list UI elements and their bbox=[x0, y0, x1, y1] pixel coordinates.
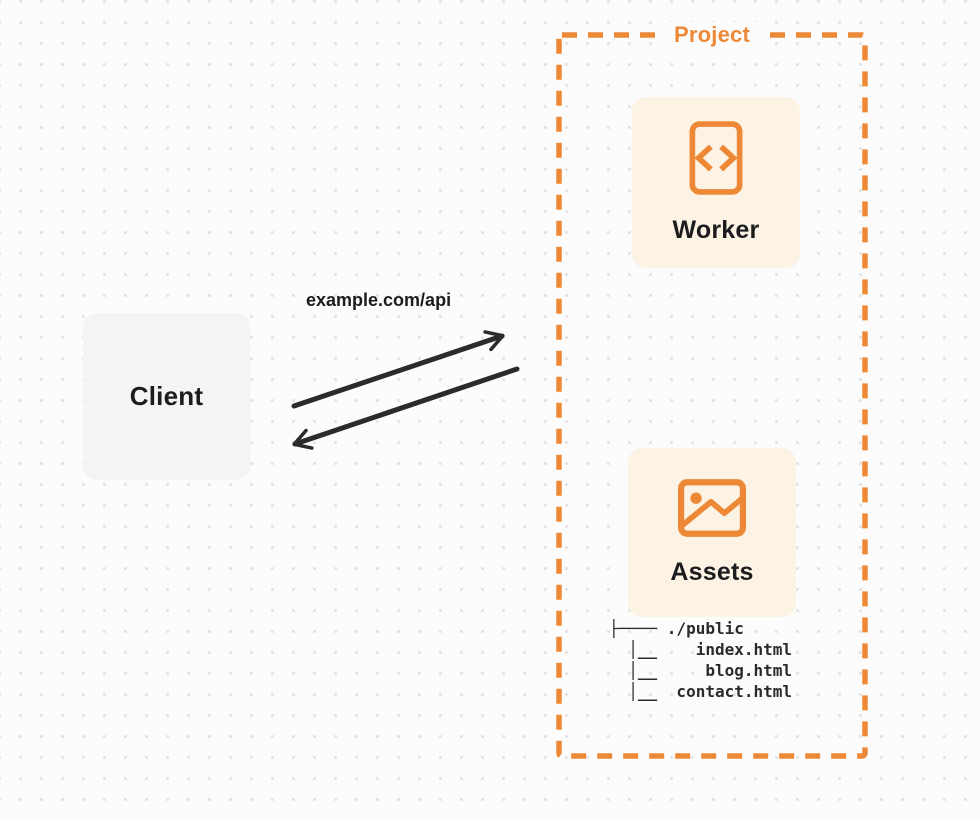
client-label: Client bbox=[129, 381, 204, 411]
image-icon bbox=[678, 478, 746, 542]
client-node: Client bbox=[83, 313, 250, 480]
assets-label: Assets bbox=[670, 557, 754, 586]
worker-node: Worker bbox=[632, 97, 800, 268]
code-icon bbox=[689, 120, 743, 200]
project-boundary bbox=[556, 32, 868, 759]
file-tree: ├──── ./public │__ index.html │__ blog.h… bbox=[609, 619, 793, 701]
request-arrow bbox=[291, 330, 505, 409]
request-url-label: example.com/api bbox=[306, 290, 452, 310]
response-arrow bbox=[292, 366, 520, 450]
project-boundary-label: Project bbox=[665, 22, 759, 48]
assets-node: Assets bbox=[628, 448, 796, 617]
worker-label: Worker bbox=[672, 215, 760, 244]
